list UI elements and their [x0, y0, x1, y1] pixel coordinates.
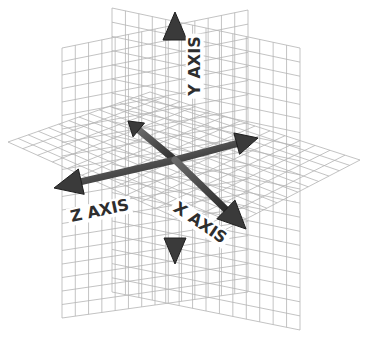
grid-line — [112, 264, 300, 302]
axis-shaft — [175, 144, 237, 160]
axis-shaft — [81, 160, 175, 182]
axis-arrows — [54, 12, 258, 264]
grid-line — [200, 155, 345, 228]
arrow-head — [217, 200, 246, 229]
axis-label: Z AXIS — [66, 195, 134, 226]
grid-line — [112, 235, 300, 273]
vertical-grid-plane — [62, 10, 248, 318]
grid-line — [62, 81, 248, 116]
grid-planes — [8, 8, 360, 330]
axis-shaft — [172, 40, 179, 160]
axis-arrow — [175, 133, 258, 160]
grid-line — [62, 38, 248, 75]
arrow-head — [128, 121, 145, 137]
grid-line — [23, 97, 165, 149]
grid-line — [112, 249, 300, 287]
arrow-head — [54, 169, 84, 194]
grid-line — [8, 92, 150, 142]
grid-line — [62, 292, 248, 318]
axis-arrow — [128, 121, 175, 160]
grid-line — [215, 160, 360, 235]
arrow-head — [163, 12, 187, 40]
axis-shaft — [139, 130, 175, 160]
grid-line — [62, 278, 248, 305]
grid-line — [59, 124, 267, 208]
arrow-head — [234, 133, 258, 154]
grid-line — [185, 150, 330, 221]
grid-line — [62, 52, 248, 88]
grid-line — [62, 24, 248, 61]
grid-line — [62, 250, 248, 278]
grid-line — [79, 117, 288, 198]
axis-arrow — [163, 12, 187, 160]
grid-line — [62, 264, 248, 291]
axis-arrow — [54, 160, 175, 194]
axis-label: Y AXIS — [186, 33, 204, 98]
grid-line — [62, 10, 248, 48]
grid-line — [62, 66, 248, 102]
arrow-head — [164, 238, 186, 264]
